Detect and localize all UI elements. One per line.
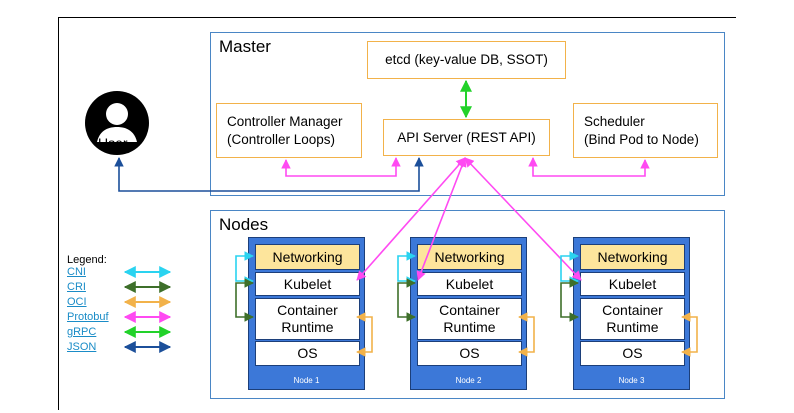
node-1-runtime-line1: Container: [277, 302, 338, 319]
node-3-networking: Networking: [580, 244, 685, 270]
user-api-connector: [114, 157, 424, 192]
api-server-box: API Server (REST API): [383, 119, 550, 156]
node-3-kubelet: Kubelet: [580, 272, 685, 296]
node-1-cni-connector: [235, 251, 254, 286]
legend-item-cni[interactable]: CNI: [67, 266, 86, 278]
node-3-label: Node 3: [618, 376, 645, 385]
scheduler-title: Scheduler: [584, 113, 645, 129]
node-1-runtime-line2: Runtime: [281, 319, 334, 335]
scheduler-subtitle: (Bind Pod to Node): [584, 131, 699, 147]
node-2-cri-connector: [397, 278, 416, 322]
user-label: User: [98, 135, 128, 151]
node-1-networking: Networking: [255, 244, 360, 270]
node-3-runtime-line1: Container: [602, 302, 663, 319]
legend-item-json[interactable]: JSON: [67, 341, 97, 353]
controller-manager-title: Controller Manager: [227, 113, 343, 129]
etcd-box: etcd (key-value DB, SSOT): [367, 41, 566, 79]
node-2-os: OS: [417, 341, 522, 366]
node-1-cri-connector: [235, 278, 254, 322]
left-frame-line: [58, 17, 59, 410]
node-3-runtime-line2: Runtime: [606, 319, 659, 335]
node-2-runtime-line1: Container: [439, 302, 500, 319]
node-1-oci-connector: [356, 312, 373, 357]
scheduler-api-connector: [528, 157, 650, 177]
controller-api-connector: [281, 157, 401, 177]
controller-manager-box: Controller Manager (Controller Loops): [216, 103, 362, 158]
legend-item-oci[interactable]: OCI: [67, 296, 87, 308]
scheduler-box: Scheduler (Bind Pod to Node): [573, 103, 718, 158]
node-1-kubelet: Kubelet: [255, 272, 360, 296]
api-server-label: API Server (REST API): [397, 129, 536, 145]
controller-manager-subtitle: (Controller Loops): [227, 131, 336, 147]
node-3-os: OS: [580, 341, 685, 366]
node-2-label: Node 2: [455, 376, 482, 385]
node-2-cni-connector: [397, 251, 416, 286]
node-1-label: Node 1: [293, 376, 320, 385]
node-3-cri-connector: [560, 278, 579, 322]
node-2-runtime-line2: Runtime: [443, 319, 496, 335]
etcd-label: etcd (key-value DB, SSOT): [385, 52, 548, 68]
master-title: Master: [219, 37, 271, 56]
legend-item-protobuf[interactable]: Protobuf: [67, 311, 109, 323]
legend-title: Legend:: [67, 254, 107, 266]
legend-item-cri[interactable]: CRI: [67, 281, 86, 293]
user-avatar-icon: [84, 90, 150, 156]
legend: Legend: CNI CRI OCI Protobuf gRPC JSON: [67, 254, 177, 354]
nodes-title: Nodes: [219, 215, 269, 234]
node-3-oci-connector: [681, 312, 698, 357]
top-frame-line: [58, 17, 736, 18]
node-2-oci-connector: [518, 312, 535, 357]
legend-item-grpc[interactable]: gRPC: [67, 326, 97, 338]
api-kubelet2-connector: [416, 157, 467, 281]
